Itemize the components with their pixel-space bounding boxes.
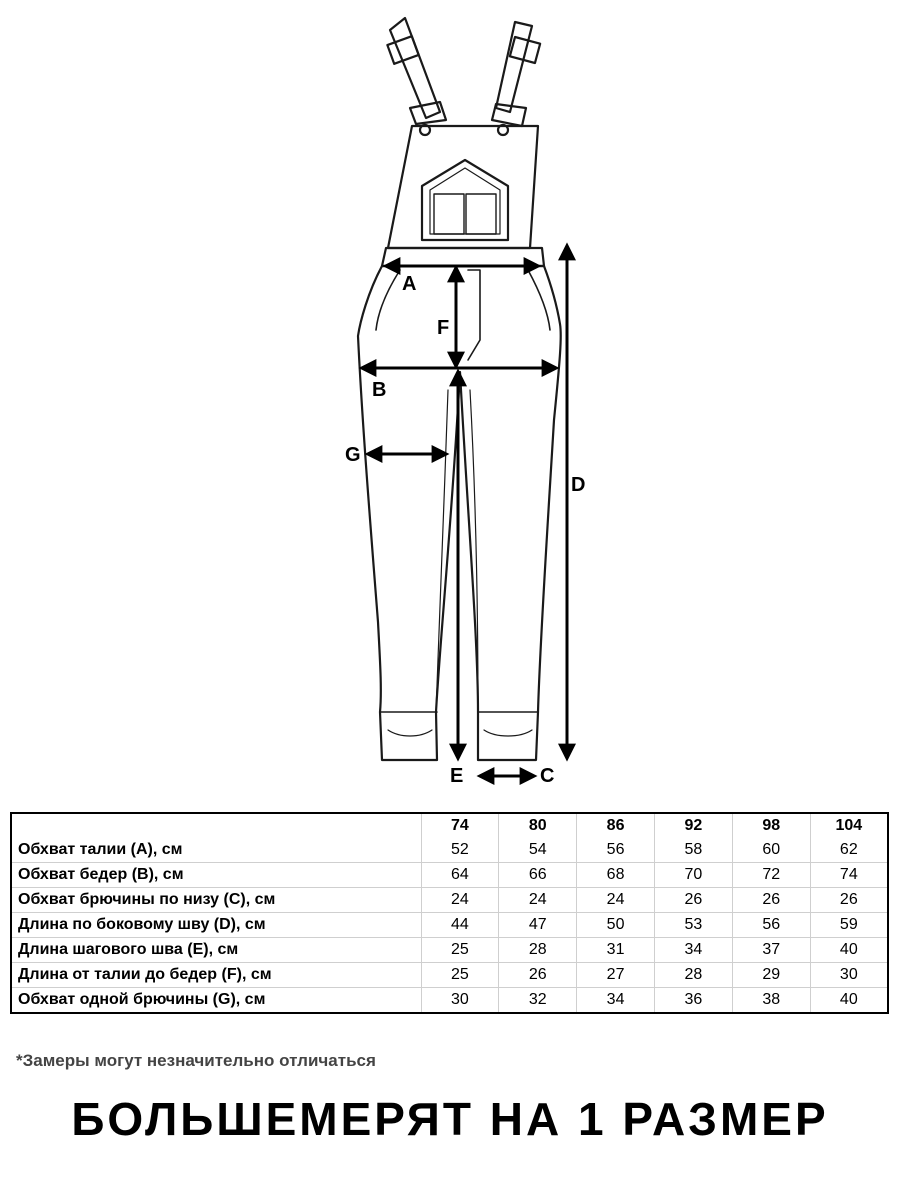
measurement-name: Обхват бедер (B), см — [11, 862, 421, 888]
chest-pocket — [420, 158, 510, 242]
measurement-value: 38 — [731, 987, 811, 1013]
header-label-cell — [11, 813, 421, 838]
size-warning-headline: БОЛЬШЕМЕРЯТ НА 1 РАЗМЕР — [71, 1093, 829, 1145]
label-f: F — [437, 317, 449, 339]
right-strap — [494, 20, 534, 114]
measurement-value: 64 — [420, 862, 499, 888]
measurement-value: 25 — [420, 937, 499, 963]
measurement-value: 30 — [420, 987, 499, 1013]
measurement-value: 24 — [576, 887, 655, 913]
size-chart-table: 74 80 86 92 98 104 Обхват талии (A), см 5… — [10, 812, 889, 1014]
measurement-value: 44 — [420, 912, 499, 938]
size-header: 98 — [731, 813, 811, 838]
measurement-value: 53 — [653, 912, 733, 938]
measurement-name: Длина шагового шва (E), см — [11, 937, 421, 963]
measurement-value: 62 — [809, 838, 888, 863]
measurement-value: 40 — [809, 937, 888, 963]
measurement-value: 56 — [731, 912, 811, 938]
measurement-value: 24 — [498, 887, 577, 913]
measurement-value: 27 — [576, 962, 655, 988]
label-d: D — [571, 474, 585, 496]
size-header: 104 — [809, 813, 888, 838]
measurement-value: 66 — [498, 862, 577, 888]
measurement-value: 59 — [809, 912, 888, 938]
footnote: *Замеры могут незначительно отличаться — [16, 1051, 376, 1070]
measurement-value: 36 — [653, 987, 733, 1013]
measurement-value: 50 — [576, 912, 655, 938]
measurement-value: 74 — [809, 862, 888, 888]
measurement-name: Длина по боковому шву (D), см — [11, 912, 421, 938]
measurement-value: 26 — [809, 887, 888, 913]
measurement-value: 60 — [731, 838, 811, 863]
overalls-measurement-diagram: A B C D E F G — [345, 16, 585, 787]
label-a: A — [402, 273, 416, 295]
measurement-value: 52 — [420, 838, 499, 863]
measurement-value: 70 — [653, 862, 733, 888]
measurement-value: 47 — [498, 912, 577, 938]
label-g: G — [345, 444, 361, 466]
measurement-arrows — [358, 242, 576, 785]
label-c: C — [540, 765, 554, 787]
measurement-name: Обхват талии (A), см — [18, 841, 183, 858]
measurement-value: 40 — [809, 987, 888, 1013]
left-strap — [388, 16, 442, 120]
left-pocket — [375, 269, 401, 331]
size-header-row: 74 80 86 92 98 104 — [11, 813, 888, 838]
measurement-value: 68 — [576, 862, 655, 888]
fly — [467, 269, 481, 361]
measurement-name: Длина от талии до бедер (F), см — [11, 962, 421, 988]
measurement-value: 24 — [420, 887, 499, 913]
measurement-value: 26 — [498, 962, 577, 988]
measurement-value: 26 — [731, 887, 811, 913]
measurement-value: 34 — [576, 987, 655, 1013]
measurement-value: 30 — [809, 962, 888, 988]
measurement-value: 28 — [653, 962, 733, 988]
measurement-value: 25 — [420, 962, 499, 988]
measurement-value: 29 — [731, 962, 811, 988]
size-header: 86 — [576, 813, 655, 838]
bib — [386, 124, 540, 250]
measurement-value: 28 — [498, 937, 577, 963]
label-e: E — [450, 765, 463, 787]
size-header: 80 — [498, 813, 577, 838]
measurement-value: 26 — [653, 887, 733, 913]
left-strap-buckle — [386, 35, 420, 65]
size-header: 92 — [653, 813, 733, 838]
measurement-value: 58 — [653, 838, 733, 863]
size-header: 74 — [420, 813, 499, 838]
measurement-name: Обхват брючины по низу (C), см — [11, 887, 421, 913]
measurement-value: 56 — [576, 838, 655, 863]
measurement-value: 32 — [498, 987, 577, 1013]
measurement-value: 72 — [731, 862, 811, 888]
measurement-value: 31 — [576, 937, 655, 963]
right-strap-buckle — [508, 35, 542, 65]
measurement-name: Обхват одной брючины (G), см — [11, 987, 421, 1013]
right-pocket — [527, 269, 551, 331]
label-b: B — [372, 379, 386, 401]
waistband — [380, 246, 546, 268]
measurement-value: 37 — [731, 937, 811, 963]
measurement-value: 34 — [653, 937, 733, 963]
measurement-value: 54 — [498, 838, 577, 863]
